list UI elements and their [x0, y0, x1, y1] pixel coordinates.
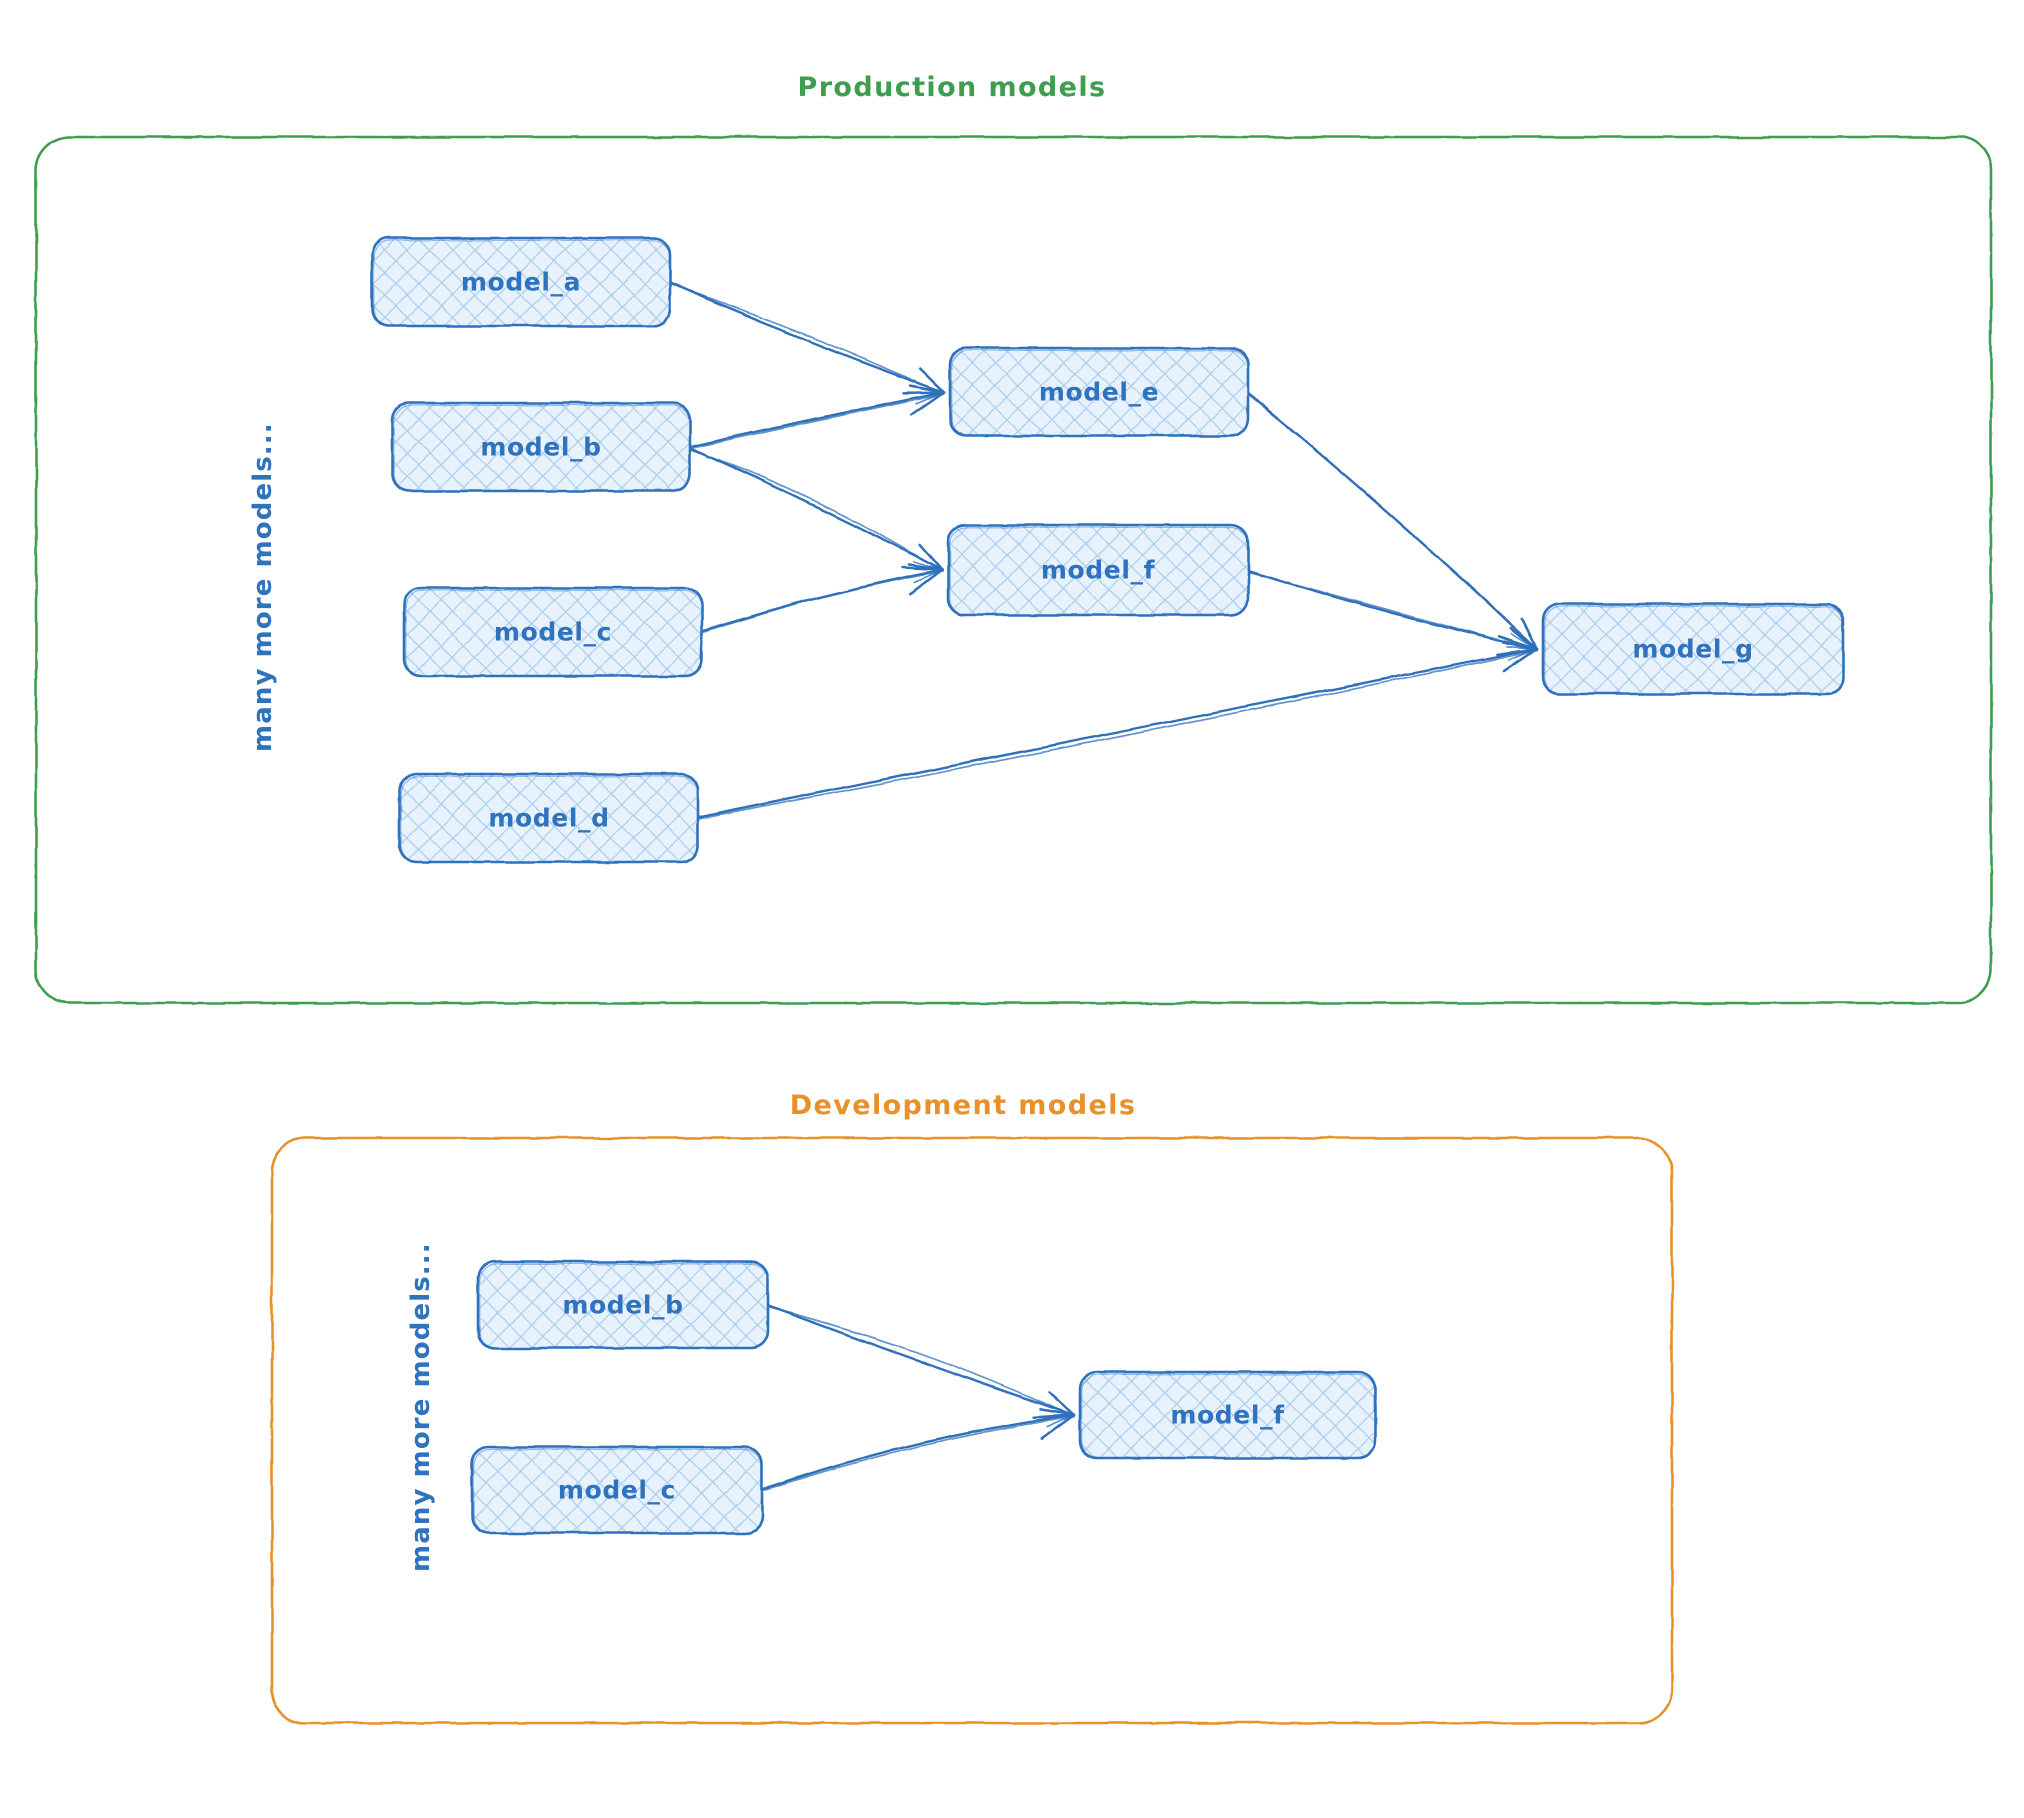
edge-prod_a-to-prod_e [666, 280, 946, 395]
edge-prod_f-to-prod_g [1244, 568, 1539, 656]
node-prod_g[interactable] [1541, 602, 1845, 696]
side-note-development: many more models... [406, 1242, 436, 1572]
side-note-production: many more models... [248, 422, 278, 752]
node-prod_f[interactable] [946, 523, 1250, 617]
node-dev_b[interactable] [476, 1260, 770, 1350]
node-prod_d[interactable] [398, 772, 700, 864]
edge-prod_b-to-prod_f [686, 445, 944, 573]
edge-prod_b-to-prod_e [686, 384, 946, 450]
group-title-production: Production models [797, 72, 1107, 103]
node-prod_b[interactable] [390, 401, 692, 493]
edge-prod_d-to-prod_g [694, 640, 1539, 821]
group-container-production [34, 135, 1993, 1005]
node-dev_f[interactable] [1078, 1370, 1377, 1460]
node-prod_a[interactable] [370, 236, 672, 328]
edge-prod_c-to-prod_f [698, 563, 944, 635]
group-title-development: Development models [789, 1090, 1137, 1121]
node-dev_c[interactable] [470, 1445, 764, 1535]
group-container-development [270, 1136, 1674, 1725]
node-prod_e[interactable] [948, 346, 1250, 438]
node-prod_c[interactable] [402, 586, 704, 678]
edge-dev_b-to-dev_f [764, 1303, 1076, 1419]
edge-dev_c-to-dev_f [758, 1408, 1076, 1493]
